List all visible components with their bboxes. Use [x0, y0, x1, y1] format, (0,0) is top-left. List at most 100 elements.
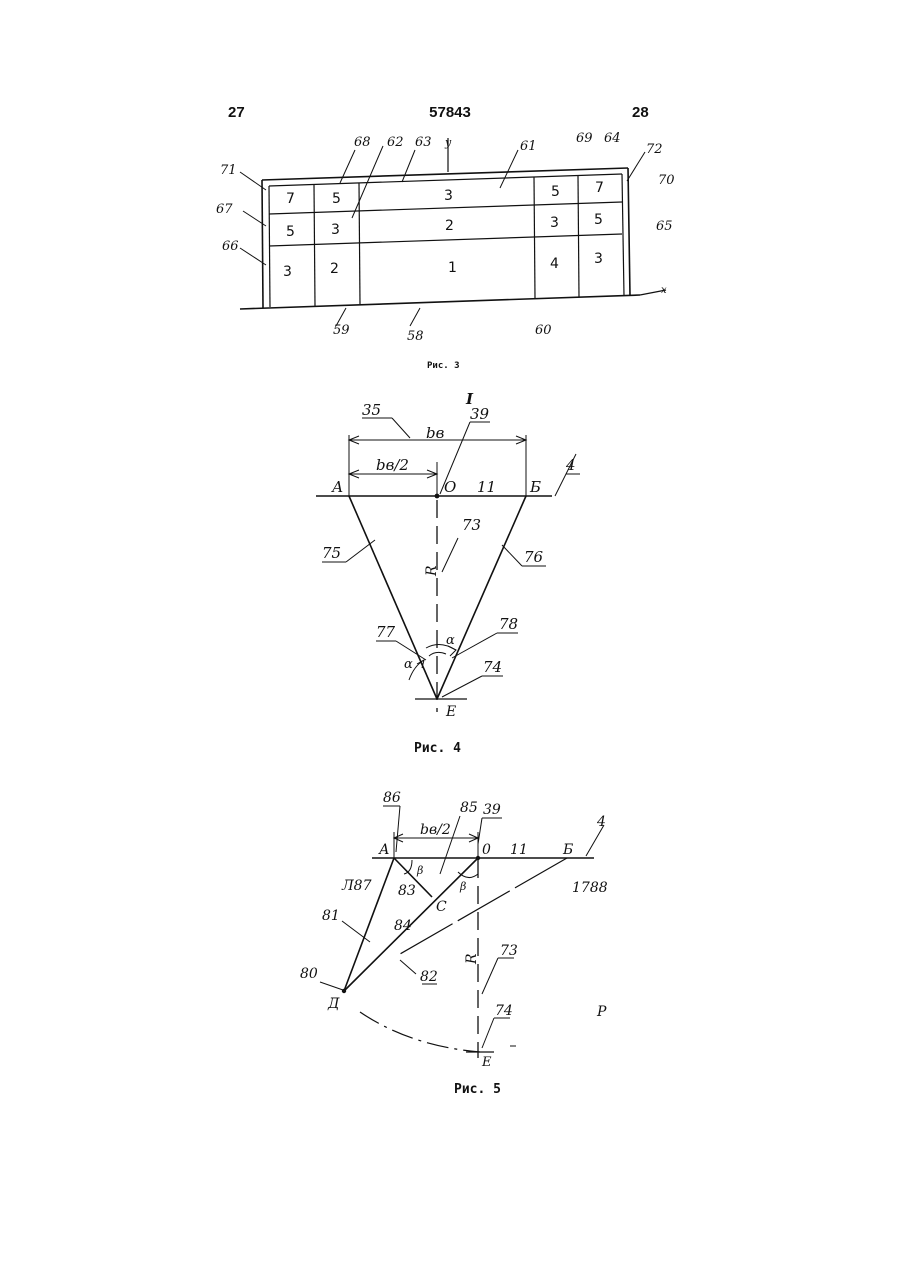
- leader-line: [340, 150, 355, 183]
- cell-value: 7: [286, 191, 295, 207]
- ref-label: 11: [477, 478, 496, 496]
- leader-line: [346, 540, 375, 562]
- leader-line: [442, 538, 458, 572]
- figure-4: I: [316, 390, 580, 756]
- leader-line: [442, 676, 482, 697]
- ref-label: 58: [407, 329, 424, 344]
- figure-caption: Рис. 5: [454, 1082, 501, 1097]
- ref-label: 81: [322, 908, 340, 924]
- ref-label: 70: [658, 173, 675, 188]
- outer-left-edge: [262, 180, 263, 308]
- ref-label: 60: [535, 323, 552, 338]
- figure-3: 7 5 3 5 3 2 3 2 1 5 3 4 7 5 3: [216, 131, 675, 371]
- angle-arc-inner: [429, 652, 446, 656]
- point-o: [435, 494, 440, 499]
- angle-label: β: [459, 880, 466, 893]
- ref-label: 59: [333, 323, 350, 338]
- ref-label: 39: [483, 802, 501, 818]
- ref-label: 62: [387, 135, 404, 150]
- angle-label: β: [416, 864, 423, 877]
- ref-label: 63: [415, 135, 432, 150]
- angle-label: α: [404, 657, 413, 672]
- ref-label: 69: [576, 131, 593, 146]
- cell-value: 2: [330, 261, 339, 277]
- ref-label: 84: [394, 918, 412, 934]
- ref-label: 1788: [572, 880, 608, 896]
- cell-value: 3: [594, 251, 603, 267]
- point-label: О: [444, 478, 456, 496]
- leader-line: [396, 806, 400, 852]
- figure-5: 86 85 39 4 bв/2 А 0 11 Б β β С 83 84 Л87…: [300, 790, 608, 1097]
- ref-label: 66: [222, 239, 239, 254]
- leader-line: [392, 418, 410, 438]
- arc-d-e: [360, 1012, 480, 1052]
- row-divider: [269, 234, 622, 246]
- ground-line: [240, 295, 640, 309]
- ref-label: у: [444, 136, 452, 149]
- leader-line: [500, 150, 518, 188]
- cell-value: 5: [594, 212, 603, 228]
- ref-label: 64: [604, 131, 621, 146]
- ref-label: 35: [362, 401, 381, 419]
- inner-top-edge: [269, 174, 622, 186]
- point-label: 0: [482, 842, 491, 858]
- ref-label: 71: [220, 163, 237, 178]
- radius-label: R: [424, 565, 440, 577]
- ref-label: 67: [216, 202, 233, 217]
- ref-label: 4: [565, 456, 576, 474]
- leader-line: [452, 633, 497, 658]
- cell-value: 1: [448, 260, 457, 276]
- ref-label: 82: [420, 969, 438, 985]
- point-label: Е: [481, 1055, 492, 1070]
- leader-line: [482, 1018, 494, 1048]
- ref-label: x: [661, 285, 667, 296]
- figure-caption: Рис. 3: [427, 361, 460, 371]
- ref-label: 61: [520, 139, 537, 154]
- ref-label: 86: [383, 790, 401, 806]
- angle-label: α: [446, 633, 455, 648]
- point-label: Б: [529, 478, 541, 496]
- line-b-diagonal: [400, 858, 567, 954]
- ref-label: 11: [510, 842, 528, 858]
- side-line-75: [349, 496, 437, 699]
- ref-label: 78: [499, 615, 518, 633]
- ref-label: 75: [322, 544, 341, 562]
- angle-arc-left: [404, 860, 412, 874]
- cell-value: 2: [445, 218, 454, 234]
- ref-label: 73: [500, 943, 518, 959]
- point-label: А: [331, 478, 343, 496]
- angle-arc-right: [458, 872, 478, 878]
- column-divider: [578, 176, 579, 297]
- point-label: С: [436, 899, 447, 915]
- ref-label: 73: [462, 516, 481, 534]
- cell-value: 7: [595, 180, 604, 196]
- ref-label: 68: [354, 135, 371, 150]
- ref-label: 39: [470, 405, 490, 423]
- leader-line: [478, 818, 482, 844]
- leader-line: [320, 982, 343, 990]
- cell-value: 5: [332, 191, 341, 207]
- leader-line: [502, 545, 522, 566]
- point-label: Д: [327, 996, 340, 1012]
- column-divider: [314, 185, 315, 306]
- leader-line: [402, 150, 415, 182]
- inner-right-edge: [622, 174, 624, 296]
- dimension-label: bв/2: [420, 822, 451, 838]
- cell-value: 3: [283, 264, 292, 280]
- dimension-label: bв/2: [376, 456, 409, 474]
- ref-label: 4: [596, 814, 606, 830]
- point-label: Е: [445, 704, 456, 720]
- ref-label: 77: [376, 623, 396, 641]
- cell-value: 3: [444, 188, 453, 204]
- ref-label: 76: [524, 548, 544, 566]
- figure-caption: Рис. 4: [414, 741, 461, 756]
- ref-label: 80: [300, 966, 318, 982]
- side-line-76: [437, 496, 526, 699]
- ref-label: 72: [646, 142, 663, 157]
- ref-label: 74: [483, 658, 502, 676]
- ref-label: Р: [596, 1004, 607, 1020]
- ref-label: 85: [460, 800, 478, 816]
- leader-line: [400, 960, 416, 974]
